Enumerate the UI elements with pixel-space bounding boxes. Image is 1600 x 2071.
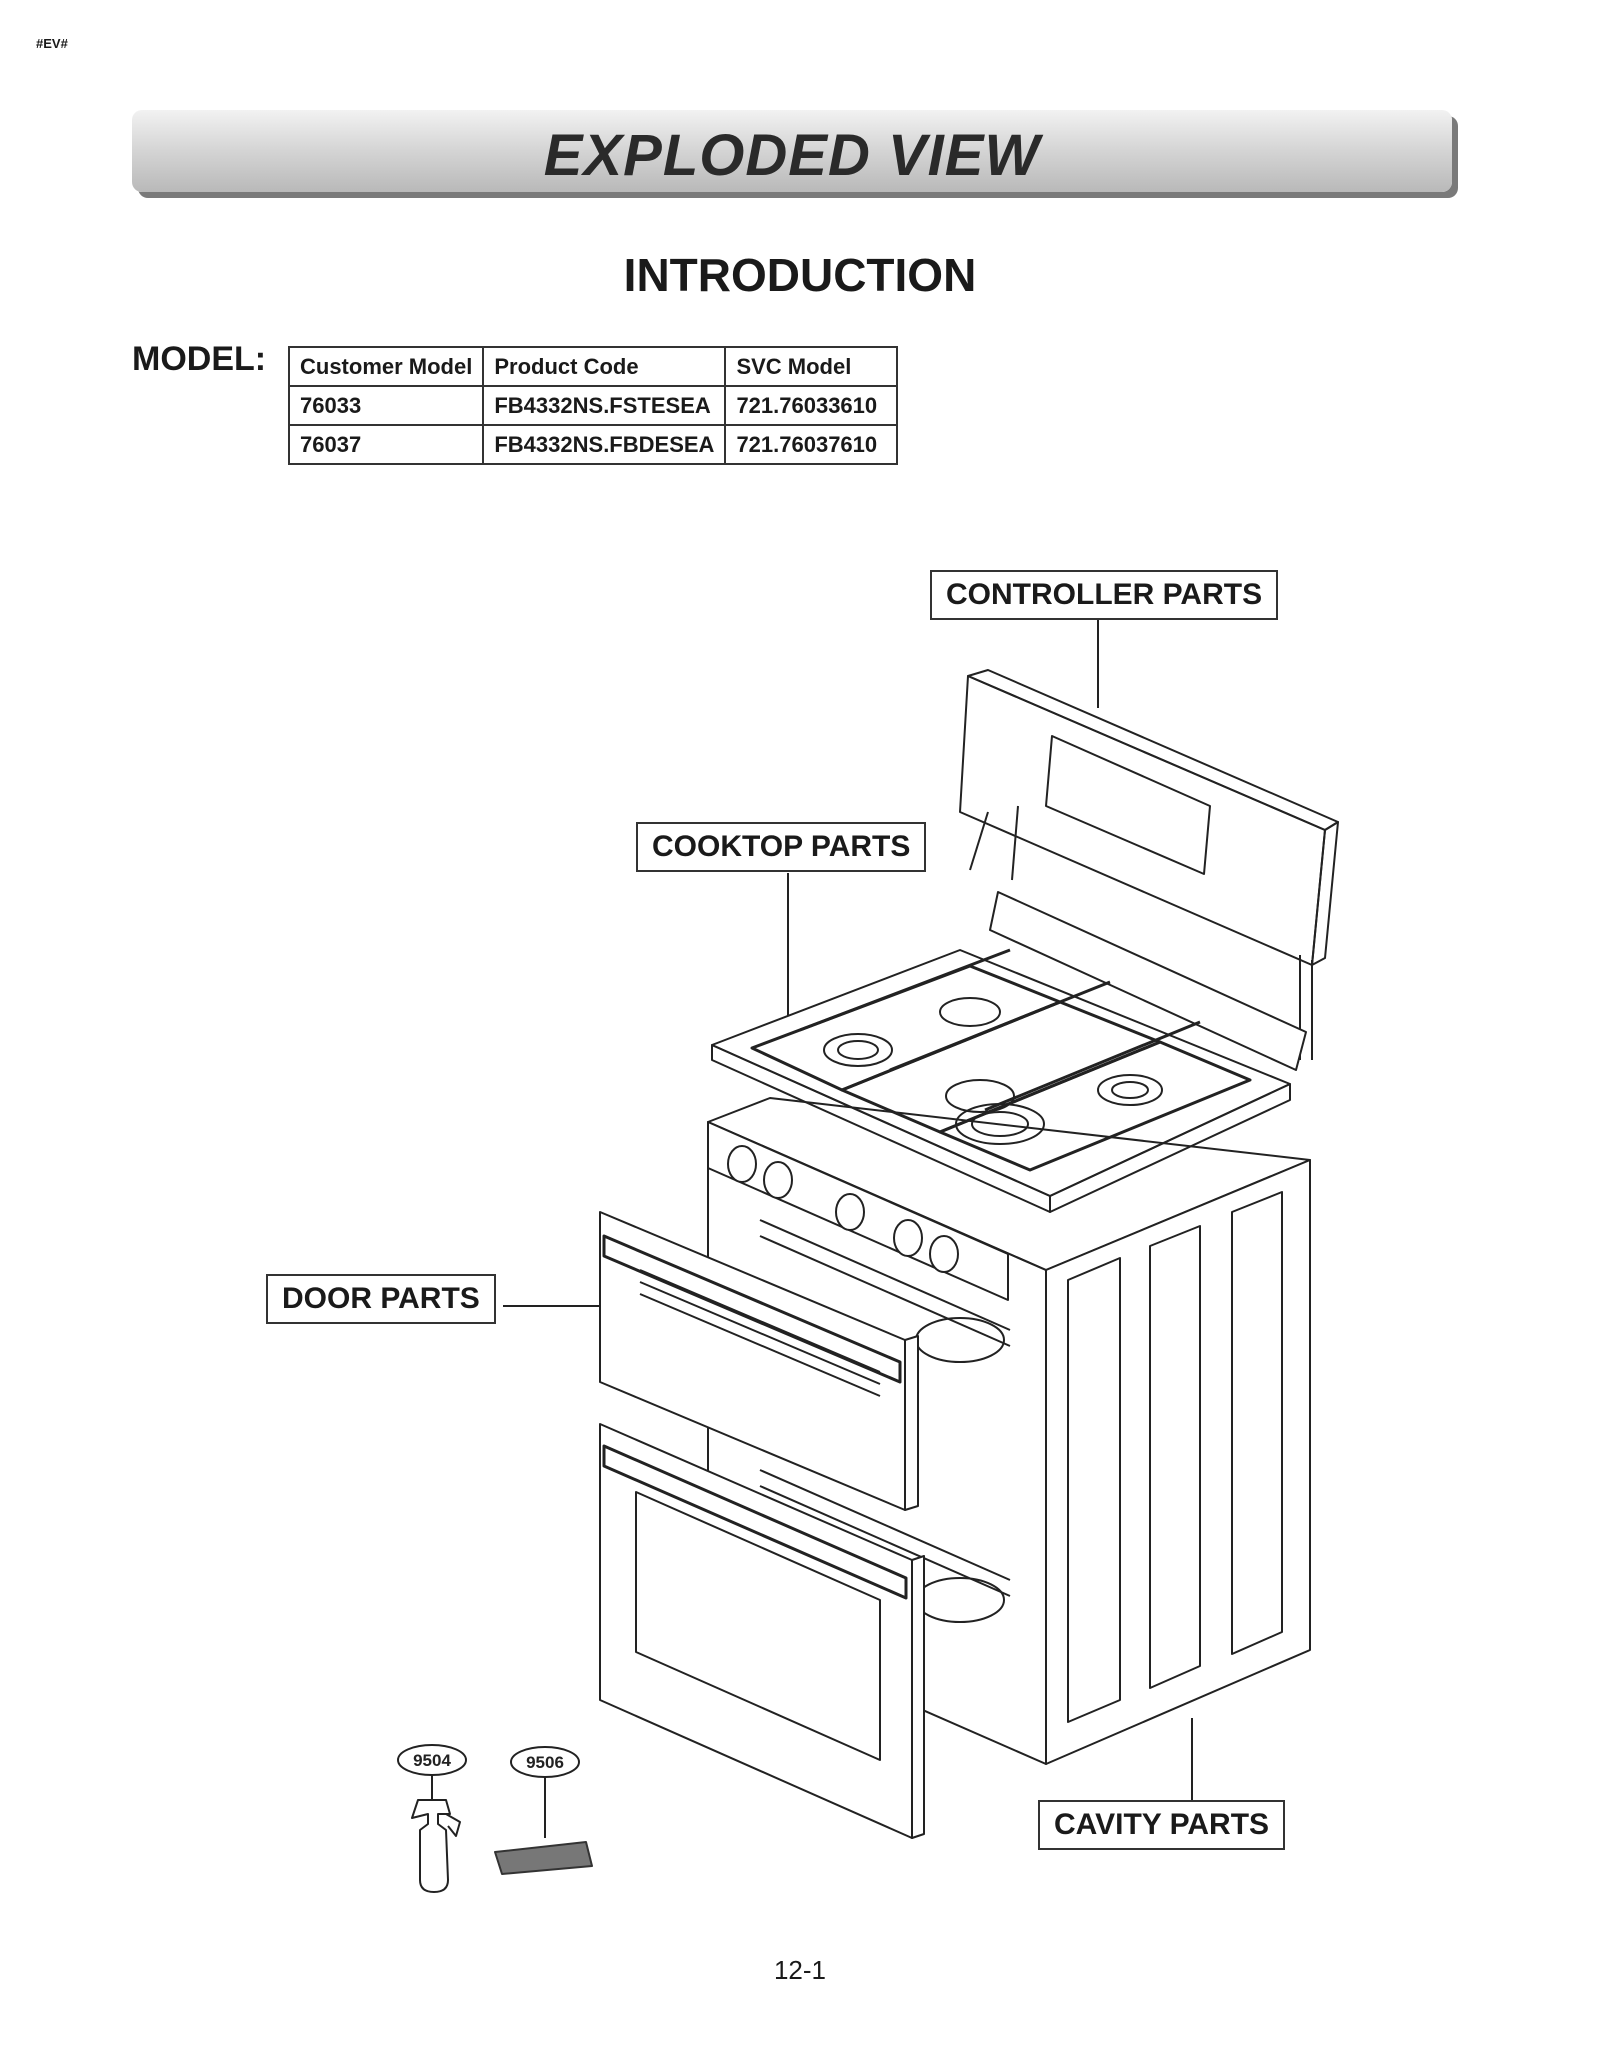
backguard-illustration	[959, 669, 1339, 1060]
cleaning-pad-icon	[494, 1841, 593, 1875]
table-header-row: Customer Model Product Code SVC Model	[287, 346, 899, 387]
callout-9506: 9506	[526, 1753, 564, 1772]
lower-door-illustration	[599, 1423, 925, 1839]
spray-bottle-icon	[411, 1799, 461, 1893]
table-cell: FB4332NS.FBDESEA	[482, 424, 727, 465]
column-header: Customer Model	[287, 346, 485, 387]
table-cell: 76037	[287, 424, 485, 465]
label-door-parts: DOOR PARTS	[266, 1274, 496, 1324]
page-number: 12-1	[773, 1955, 827, 1985]
upper-door-illustration	[599, 1211, 919, 1511]
banner-title: EXPLODED VIEW	[543, 123, 1041, 188]
table-cell: FB4332NS.FSTESEA	[482, 385, 727, 426]
column-header: SVC Model	[724, 346, 899, 387]
label-cooktop-parts: COOKTOP PARTS	[636, 822, 927, 872]
column-header: Product Code	[482, 346, 727, 387]
table-cell: 721.76037610	[724, 424, 899, 465]
callout-9504: 9504	[413, 1751, 451, 1770]
table-cell: 76033	[287, 385, 485, 426]
page-tag: #EV#	[36, 36, 68, 51]
cooktop-illustration	[711, 891, 1307, 1213]
model-label: MODEL:	[132, 340, 267, 378]
table-row: 76033 FB4332NS.FSTESEA 721.76033610	[287, 385, 899, 426]
model-table: Customer Model Product Code SVC Model 76…	[287, 346, 899, 465]
section-heading: INTRODUCTION	[623, 249, 977, 301]
accessory-callouts: 9504 9506	[397, 1744, 580, 1838]
leader-lines	[503, 618, 1193, 1800]
label-cavity-parts: CAVITY PARTS	[1038, 1800, 1286, 1850]
title-banner: EXPLODED VIEW	[132, 110, 1452, 192]
table-cell: 721.76033610	[724, 385, 899, 426]
label-controller-parts: CONTROLLER PARTS	[930, 570, 1279, 620]
cavity-illustration	[707, 1097, 1311, 1765]
table-row: 76037 FB4332NS.FBDESEA 721.76037610	[287, 424, 899, 465]
